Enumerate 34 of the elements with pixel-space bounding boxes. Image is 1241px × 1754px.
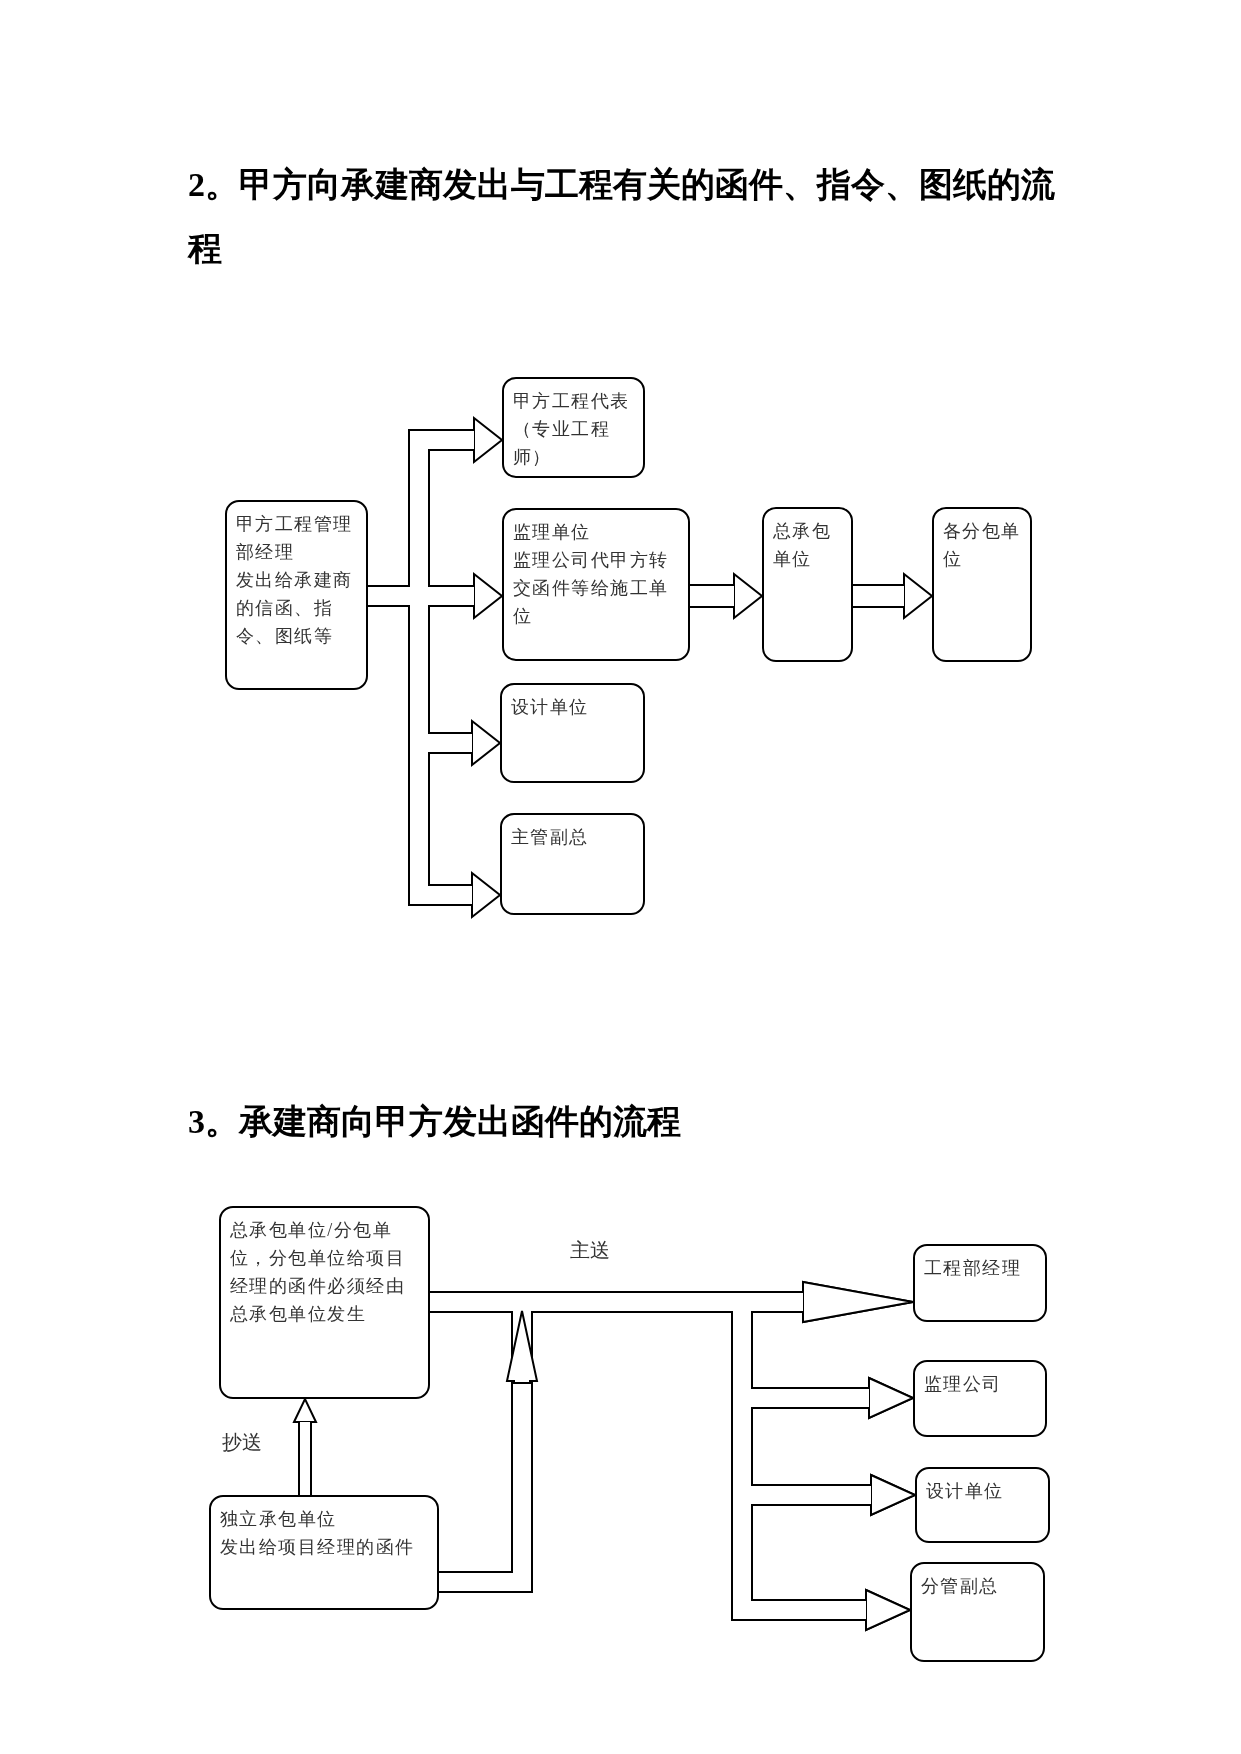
process-box xyxy=(209,1495,439,1610)
process-box xyxy=(910,1562,1045,1662)
box-text: 设计单位 xyxy=(926,1480,1005,1503)
box-text: 发出给承建商的信函、指令、图纸等 xyxy=(236,569,354,648)
process-box xyxy=(915,1467,1050,1543)
process-box xyxy=(502,377,645,478)
box-text: 监理公司代甲方转交函件等给施工单位 xyxy=(513,549,670,628)
heading: 2。甲方向承建商发出与工程有关的函件、指令、图纸的流程 xyxy=(188,165,1056,269)
box-text: 各分包单位 xyxy=(943,520,1021,571)
process-box xyxy=(913,1244,1047,1322)
process-box xyxy=(500,813,645,915)
box-text: 设计单位 xyxy=(511,696,590,719)
block-arrow xyxy=(293,1398,317,1495)
box-text: 工程部经理 xyxy=(924,1257,1023,1280)
box-text: 总承包单位/分包单位，分包单位给项目经理的函件必须经由总承包单位发生 xyxy=(230,1219,406,1326)
process-box xyxy=(762,507,853,662)
box-text: 发出给项目经理的函件 xyxy=(220,1536,416,1559)
box-text: 主管副总 xyxy=(511,826,590,849)
process-box xyxy=(913,1360,1047,1437)
heading: 3。承建商向甲方发出函件的流程 xyxy=(188,1102,682,1142)
block-arrow xyxy=(690,573,763,619)
box-text: 甲方工程代表（专业工程师） xyxy=(513,390,631,469)
process-box xyxy=(219,1206,430,1399)
block-arrow xyxy=(853,573,933,619)
process-box xyxy=(225,500,368,690)
box-text: 独立承包单位 xyxy=(220,1508,338,1531)
process-box xyxy=(502,508,690,661)
box-text: 总承包单位 xyxy=(773,520,833,571)
box-text: 监理单位 xyxy=(513,521,592,544)
box-text: 甲方工程管理部经理 xyxy=(236,513,354,564)
box-text: 分管副总 xyxy=(921,1575,1000,1598)
box-text: 监理公司 xyxy=(924,1373,1003,1396)
process-box xyxy=(500,683,645,783)
process-box xyxy=(932,507,1032,662)
